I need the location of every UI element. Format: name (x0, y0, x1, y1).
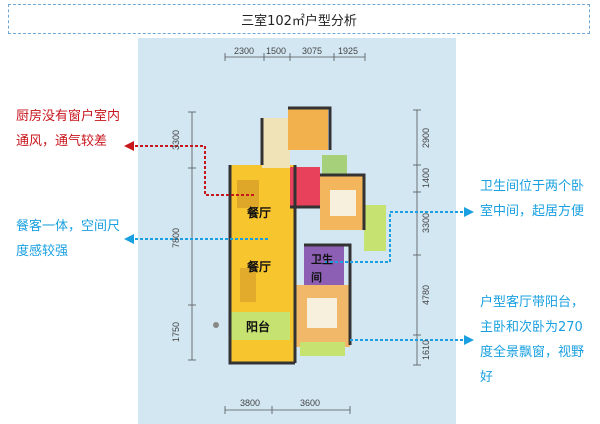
dimension-lines (188, 53, 421, 414)
bottom-dim-1: 3800 (240, 398, 261, 408)
right-dim-2: 1400 (421, 167, 432, 189)
page-title: 三室102㎡户型分析 (241, 13, 357, 29)
title-banner: 三室102㎡户型分析 (8, 4, 590, 34)
left-dim-3: 1750 (171, 321, 182, 343)
right-dim-3: 3300 (421, 212, 432, 234)
annotation-connectors (135, 145, 465, 341)
small-bath-top (322, 155, 347, 175)
arrow-right-blue-icon (464, 207, 474, 217)
top-dim-4: 1925 (338, 46, 359, 56)
bay-window (300, 342, 345, 356)
room-label-balcony: 阳台 (246, 320, 271, 334)
arrow-left-red-icon (124, 141, 134, 151)
room-label-dining-1: 餐厅 (247, 206, 272, 220)
right-dim-5: 1610 (421, 339, 432, 361)
bathroom-room (304, 245, 344, 285)
annotation-bathroom-position: 卫生间位于两个卧室中间，起居方便 (480, 179, 585, 219)
annotation-living: 餐客一体，空间尺度感较强 (16, 219, 121, 259)
walls (213, 106, 386, 365)
room-label-dining-2: 餐厅 (247, 260, 272, 274)
room-label-bathroom: 卫生间 (311, 253, 333, 284)
arrow-icons (124, 141, 474, 345)
annotation-kitchen: 厨房没有窗户室内通风，通气较差 (16, 109, 121, 149)
balcony-room (230, 312, 290, 340)
bottom-dim-2: 3600 (300, 398, 321, 408)
right-dim-4: 4780 (421, 284, 432, 306)
kitchen-top-room (288, 108, 328, 150)
right-dim-1: 2900 (421, 127, 432, 149)
arrow-right-blue-icon-2 (464, 335, 474, 345)
top-dim-2: 1500 (266, 46, 287, 56)
left-dim-1: 3300 (171, 129, 182, 151)
annotation-layout: 户型客厅带阳台，主卧和次卧为270度全景飘窗，视野好 (480, 295, 585, 385)
top-dim-3: 3075 (302, 46, 323, 56)
left-dim-2: 7800 (171, 227, 182, 249)
top-dim-1: 2300 (234, 46, 255, 56)
hall-area (262, 118, 290, 168)
arrow-left-blue-icon (124, 234, 134, 244)
bedroom-balcony (364, 205, 386, 251)
